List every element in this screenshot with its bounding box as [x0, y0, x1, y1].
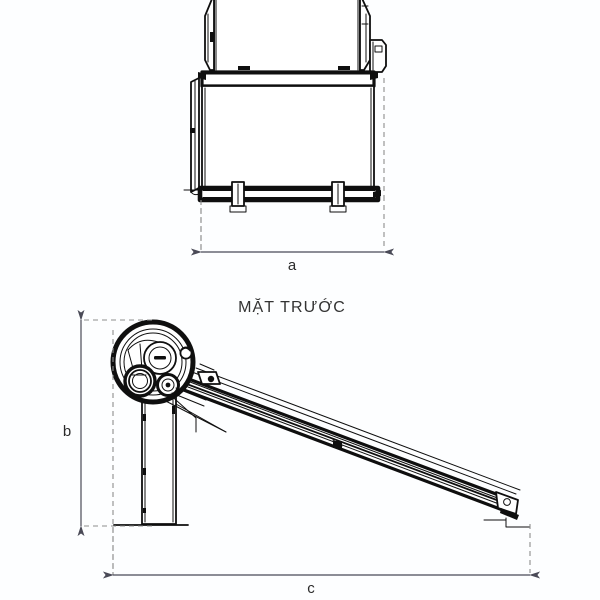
front-view-group [183, 0, 387, 213]
collector-top-edge [191, 371, 517, 495]
collector-frame-outline [201, 85, 375, 191]
mid-clamp-block [333, 441, 342, 448]
side-pipe-fitting [369, 39, 387, 73]
front-collector-frame [201, 85, 375, 191]
pedestal-bolt-foot-left [143, 508, 146, 513]
tank-left-casing [204, 0, 215, 71]
base-rail-end-cap [373, 190, 381, 198]
front-base-rail [197, 181, 381, 213]
dim-c-label: c [307, 580, 315, 597]
collector-upper-bracket [197, 371, 221, 385]
front-view-caption: MẶT TRƯỚC [238, 297, 346, 316]
pedestal-column [141, 389, 177, 525]
side-pipe-flange [374, 45, 383, 53]
tank-outlet-port-center [165, 382, 171, 388]
pedestal-brace-vertical [166, 391, 197, 433]
collector-mid-clamp [332, 439, 343, 448]
base-leg-right [329, 181, 347, 213]
pedestal-bolt-upper-left [143, 414, 146, 421]
lower-end-bolt [503, 498, 511, 506]
frame-top-clip-right [338, 66, 350, 70]
pedestal-bolt-lower-left [143, 468, 146, 475]
tank-inlet-port-inner [132, 373, 148, 389]
base-leg-left-foot [229, 205, 247, 213]
tank-left-latch [210, 32, 214, 42]
upper-bracket-bolt [207, 375, 215, 383]
frame-top-clip-left [238, 66, 250, 70]
tank-side-boss [179, 346, 193, 360]
base-rail [197, 185, 381, 203]
dim-b-label: b [63, 423, 71, 440]
tank-connector-lower [171, 392, 205, 407]
tank-center-port-slot [154, 356, 166, 360]
dim-a-label: a [288, 257, 297, 274]
base-leg-right-foot [329, 205, 347, 213]
mid-clamp-line [332, 439, 343, 447]
base-leg-left [229, 181, 247, 213]
tank-right-casing [359, 0, 371, 71]
collector-rib-1 [189, 381, 509, 503]
collector-center-line [183, 382, 511, 506]
collector-panel [182, 363, 531, 528]
lower-end-shoe [500, 508, 519, 520]
front-left-rail [190, 77, 200, 196]
tank-body-outline [213, 0, 361, 73]
tank-side-boss-arc [181, 347, 191, 352]
dimension-b: b [63, 309, 152, 575]
pedestal-bolt-upper-right [172, 406, 175, 414]
left-rail-bracket [190, 128, 195, 133]
pedestal-brace-lower [175, 403, 227, 433]
dimension-c: c [102, 524, 541, 597]
frame-right-corner-block [370, 72, 378, 80]
collector-upper-rail [195, 367, 521, 491]
tank-connector-upper [175, 387, 207, 401]
collector-lower-end [483, 491, 531, 528]
front-tank-shell [204, 0, 387, 73]
tank-sector-arc [127, 339, 159, 351]
pedestal-stand [113, 389, 189, 526]
frame-left-corner-block [198, 72, 206, 80]
collector-head-edge [199, 363, 215, 371]
collector-rib-2 [187, 386, 508, 508]
lower-end-foot-line [505, 517, 531, 528]
